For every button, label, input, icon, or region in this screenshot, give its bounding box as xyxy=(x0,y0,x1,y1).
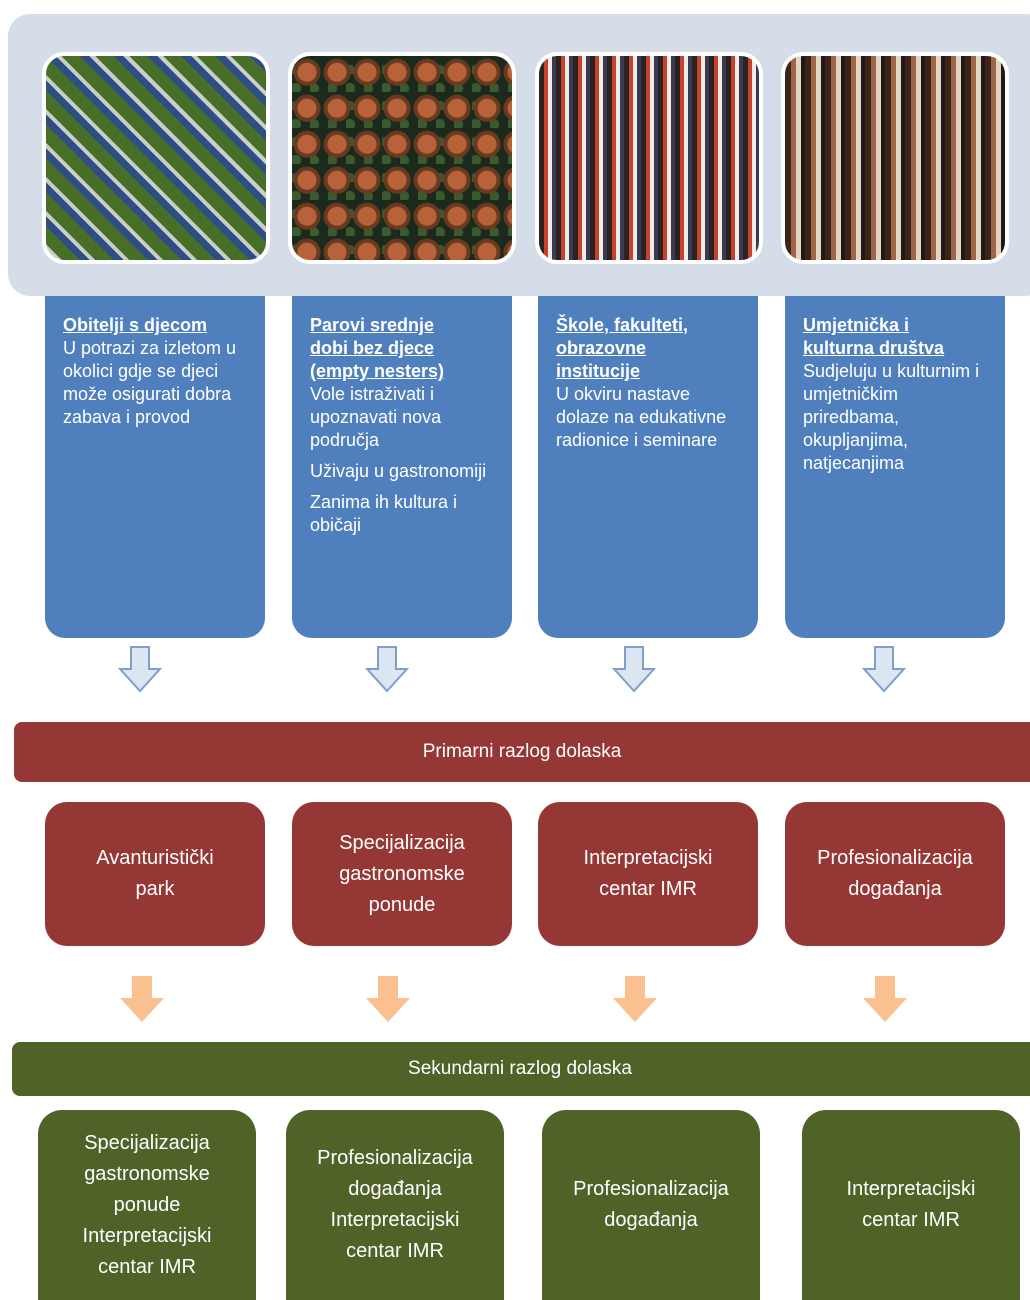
down-arrow-icon xyxy=(120,976,164,1022)
down-arrow-icon xyxy=(612,646,656,693)
down-arrow-icon xyxy=(863,976,907,1022)
couple-photo xyxy=(288,52,516,264)
down-arrow-icon xyxy=(862,646,906,693)
segment-card-families: Obitelji s djecom U potrazi za izletom u… xyxy=(45,296,265,638)
cultural-group-photo xyxy=(781,52,1009,264)
primary-reason-box: Specijalizacija gastronomske ponude xyxy=(292,802,512,946)
segment-description: Sudjeluju u kulturnim i umjetničkim prir… xyxy=(803,361,980,473)
segment-title: Škole, fakulteti, obrazovne institucije xyxy=(556,315,689,381)
segment-description: U okviru nastave dolaze na edukativne ra… xyxy=(556,384,727,450)
down-arrow-icon xyxy=(118,646,162,693)
secondary-reason-box: Interpretacijski centar IMR xyxy=(802,1110,1020,1300)
segment-title: Obitelji s djecom xyxy=(63,315,208,335)
secondary-reason-banner: Sekundarni razlog dolaska xyxy=(12,1042,1030,1096)
down-arrow-icon xyxy=(365,646,409,693)
down-arrow-icon xyxy=(366,976,410,1022)
down-arrow-icon xyxy=(613,976,657,1022)
students-photo xyxy=(535,52,763,264)
segment-card-cultural-societies: Umjetnička i kulturna društva Sudjeluju … xyxy=(785,296,1005,638)
segment-description: Uživaju u gastronomiji xyxy=(310,461,487,481)
segment-card-empty-nesters: Parovi srednje dobi bez djece (empty nes… xyxy=(292,296,512,638)
segment-title: Parovi srednje dobi bez djece (empty nes… xyxy=(310,315,445,381)
primary-reason-box: Profesionalizacija događanja xyxy=(785,802,1005,946)
family-photo xyxy=(42,52,270,264)
segment-description: U potrazi za izletom u okolici gdje se d… xyxy=(63,338,237,427)
segment-card-schools: Škole, fakulteti, obrazovne institucije … xyxy=(538,296,758,638)
primary-reason-box: Avanturistički park xyxy=(45,802,265,946)
segment-description: Zanima ih kultura i običaji xyxy=(310,492,458,535)
primary-reason-banner: Primarni razlog dolaska xyxy=(14,722,1030,782)
segment-description: Vole istraživati i upoznavati nova podru… xyxy=(310,384,442,450)
segment-title: Umjetnička i kulturna društva xyxy=(803,315,945,358)
secondary-reason-box: Specijalizacija gastronomske ponude Inte… xyxy=(38,1110,256,1300)
secondary-reason-box: Profesionalizacija događanja Interpretac… xyxy=(286,1110,504,1300)
secondary-reason-box: Profesionalizacija događanja xyxy=(542,1110,760,1300)
primary-reason-box: Interpretacijski centar IMR xyxy=(538,802,758,946)
